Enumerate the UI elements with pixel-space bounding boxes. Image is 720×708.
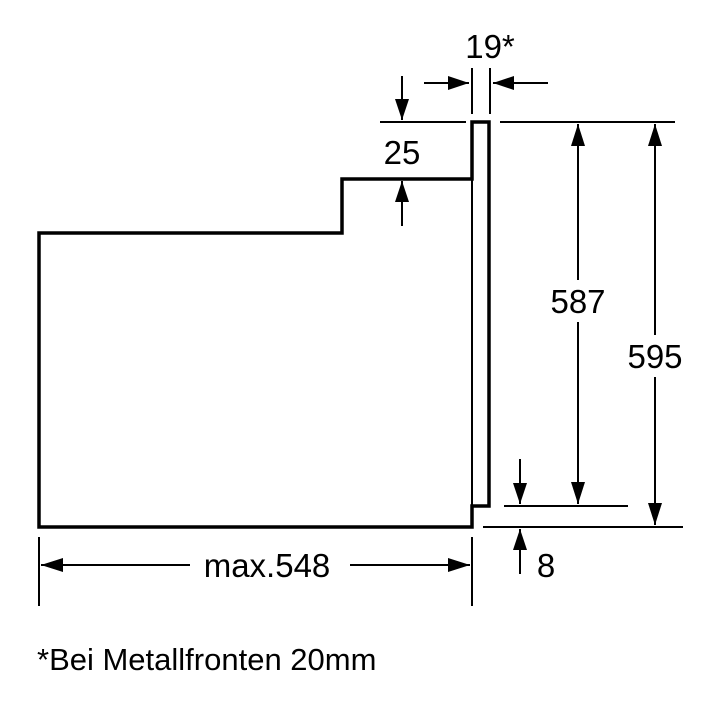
dimension-label-548: max.548 (204, 547, 331, 584)
dimension-label-25: 25 (384, 134, 421, 171)
label-gap-595 (622, 335, 688, 377)
dimension-19 (424, 68, 548, 114)
dimension-548 (38, 537, 473, 606)
oven-body-outline (37, 120, 491, 529)
dimension-label-595: 595 (627, 338, 682, 375)
dimension-label-8: 8 (537, 547, 555, 584)
dimension-8 (513, 459, 527, 574)
footnote: *Bei Metallfronten 20mm (37, 642, 376, 677)
dimension-label-19: 19* (465, 28, 515, 65)
dimension-label-587: 587 (550, 283, 605, 320)
label-gap-587 (545, 280, 611, 322)
dimension-595 (648, 124, 662, 525)
extension-lines (380, 121, 683, 528)
dimension-25 (395, 76, 409, 226)
